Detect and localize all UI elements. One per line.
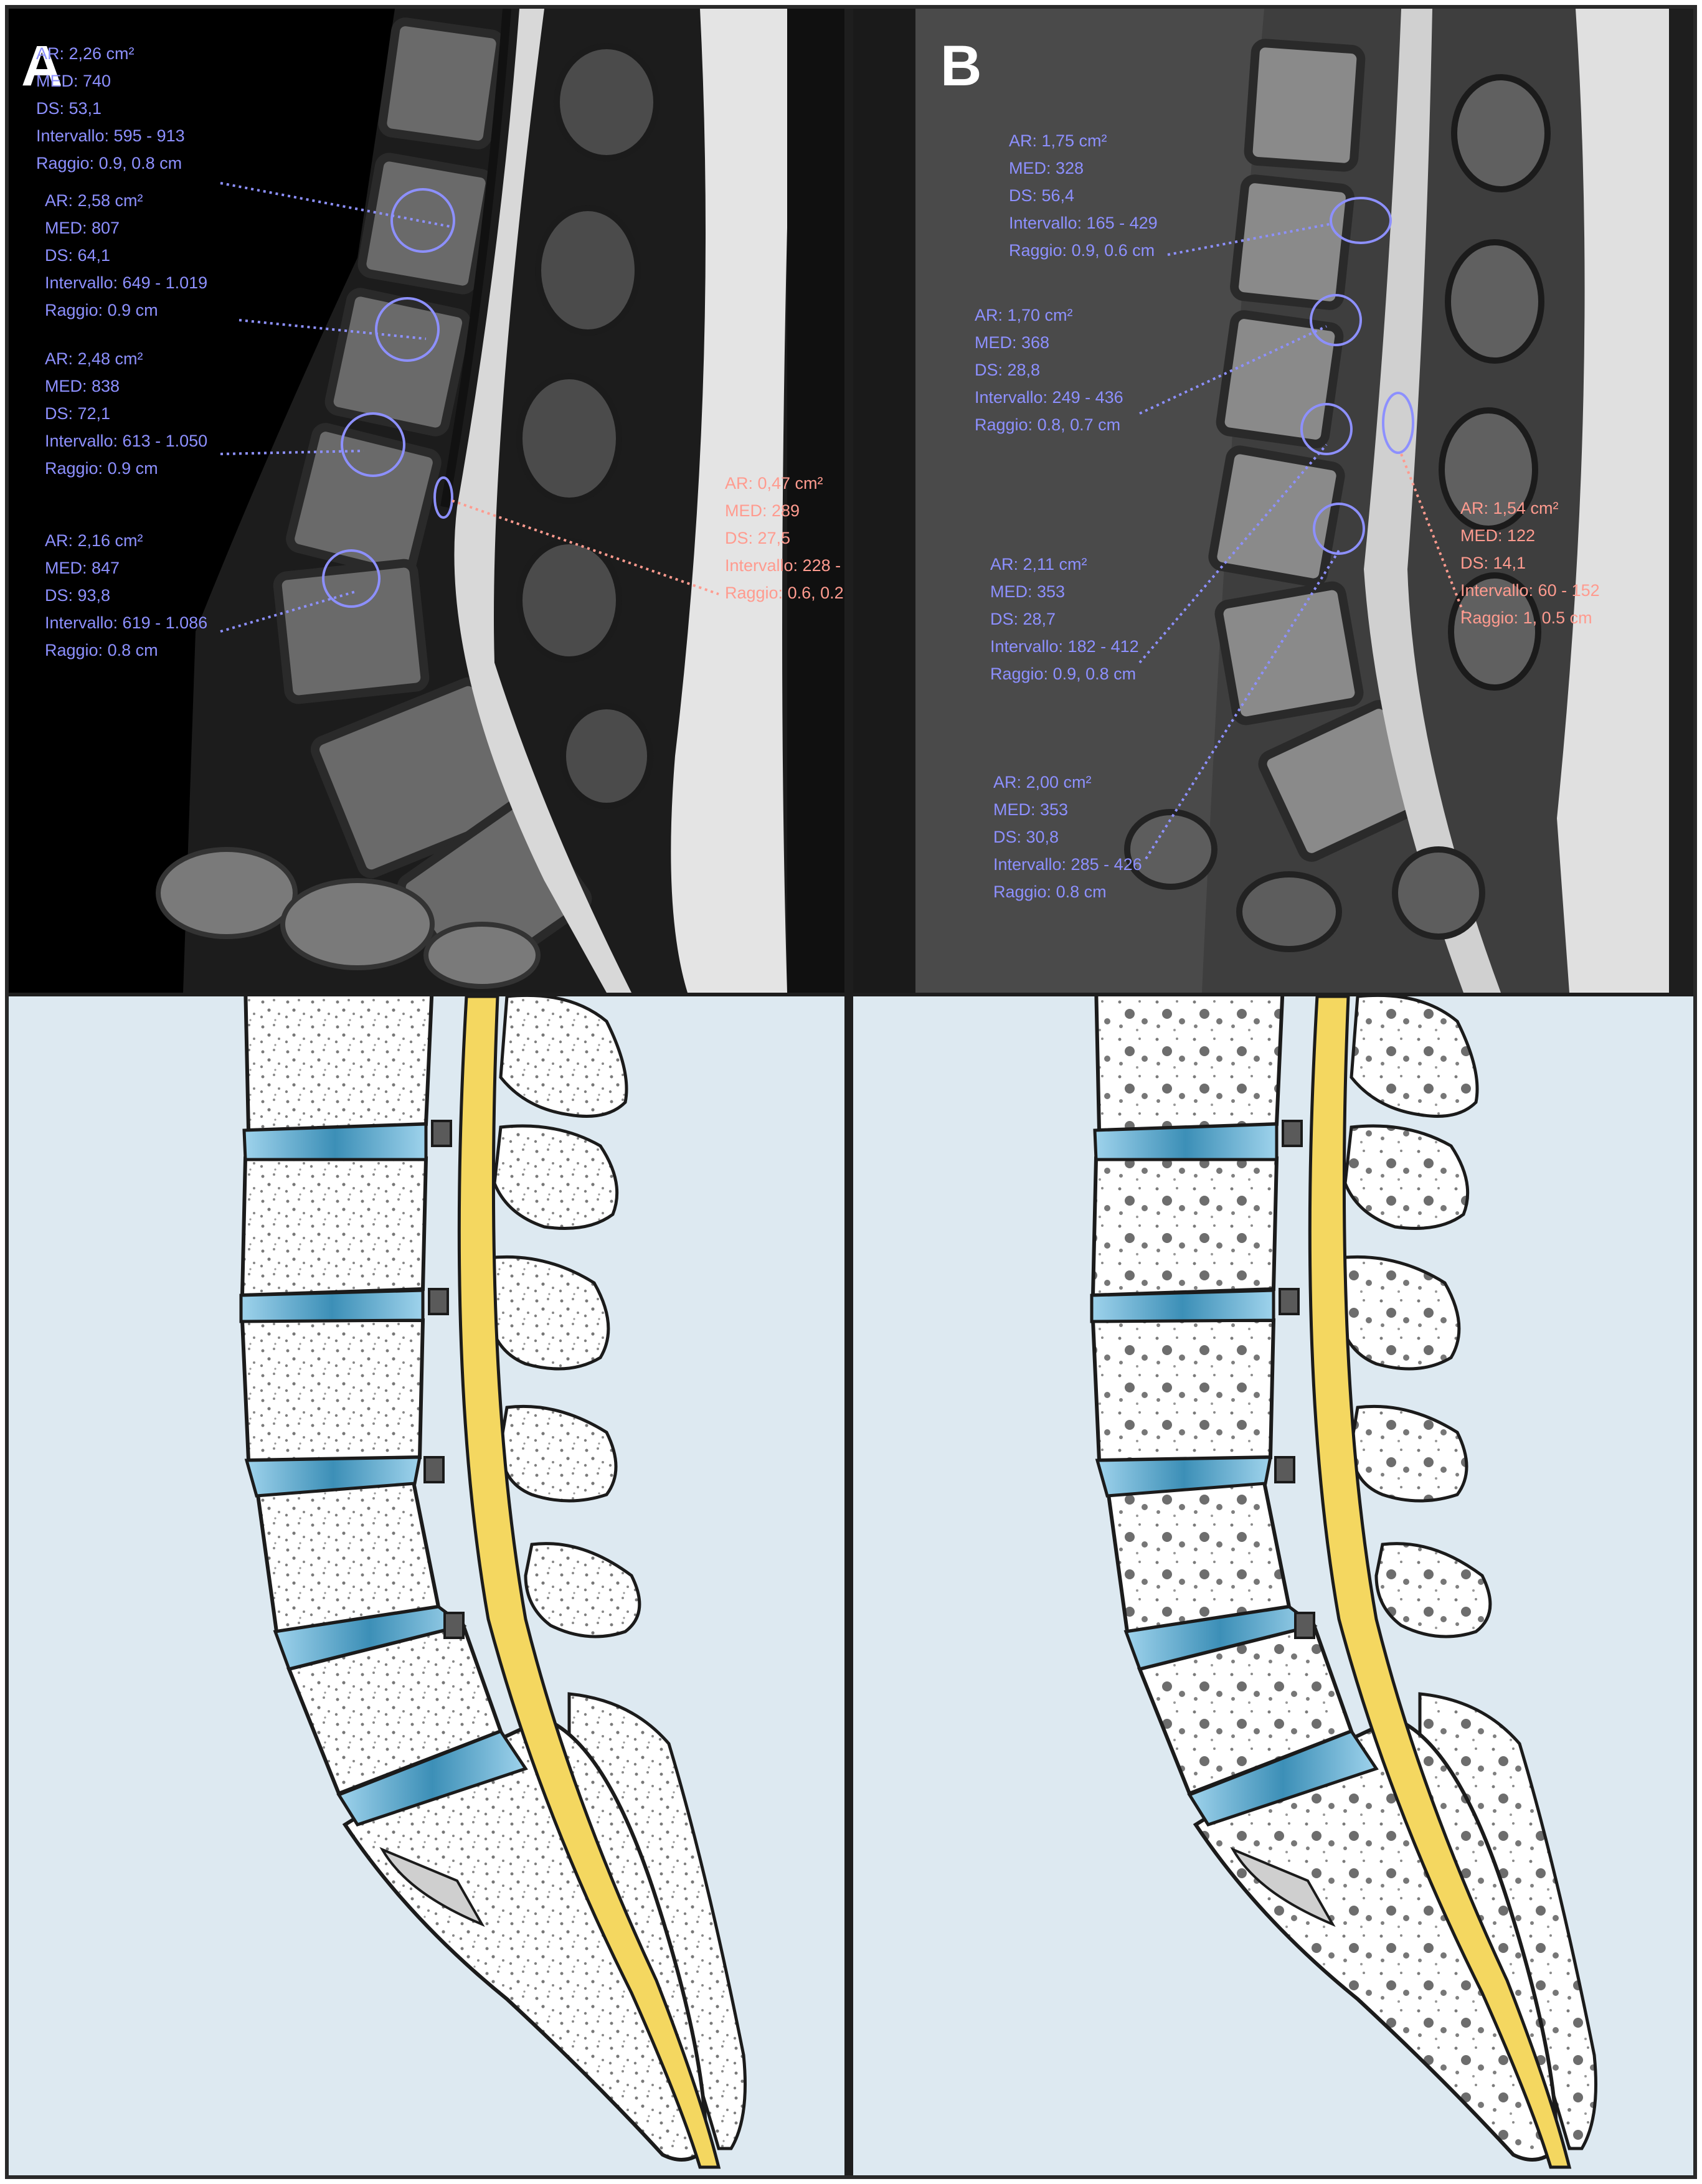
ds-label: DS: 30,8 [993,828,1059,846]
ar-label: AR: 2,26 cm² [36,44,135,63]
roi-circle-a2 [375,297,440,362]
radius-label: Raggio: 0.8, 0.7 cm [975,415,1121,434]
ds-label: DS: 72,1 [45,404,111,423]
measurement-a2: AR: 2,58 cm² MED: 807 DS: 64,1 Intervall… [45,187,207,324]
range-label: Intervallo: 595 - 913 [36,126,185,145]
roi-circle-b1 [1330,197,1392,244]
radius-label: Raggio: 0.9, 0.8 cm [36,154,182,173]
radius-label: Raggio: 0.9, 0.8 cm [990,664,1137,683]
range-label: Intervallo: 182 - 412 [990,637,1139,656]
ar-label: AR: 1,70 cm² [975,306,1073,324]
mri-panel-b: B AR: 1,75 cm² MED: 328 DS: 56,4 Interva… [853,9,1693,993]
measurement-b2: AR: 1,70 cm² MED: 368 DS: 28,8 Intervall… [975,301,1123,438]
ds-label: DS: 28,8 [975,361,1041,379]
panel-letter-b: B [940,34,982,98]
roi-ellipse-b5 [1382,392,1414,454]
roi-circle-a4 [322,549,381,608]
ar-label: AR: 2,48 cm² [45,349,143,368]
vertical-divider [844,9,853,2175]
med-label: MED: 328 [1009,159,1084,177]
roi-circle-a3 [341,412,405,477]
ds-label: DS: 64,1 [45,246,111,265]
spine-illustration-healthy [9,996,844,2175]
roi-circle-b4 [1313,503,1365,555]
illustration-panel-lesioned [853,996,1693,2175]
med-label: MED: 807 [45,219,120,237]
med-label: MED: 353 [990,582,1066,601]
measurement-b3: AR: 2,11 cm² MED: 353 DS: 28,7 Intervall… [990,551,1139,688]
ds-label: DS: 27,5 [725,529,791,547]
range-label: Intervallo: 60 - 152 [1460,581,1600,600]
spine-illustration-lesioned [853,996,1693,2175]
ds-label: DS: 28,7 [990,610,1056,628]
radius-label: Raggio: 0.9 cm [45,459,158,478]
range-label: Intervallo: 285 - 426 [993,855,1142,874]
ar-label: AR: 0,47 cm² [725,474,823,493]
mri-image-b [853,9,1693,993]
range-label: Intervallo: 619 - 1.086 [45,613,208,632]
horizontal-divider [9,993,1693,996]
range-label: Intervallo: 228 - 373 [725,556,844,575]
med-label: MED: 847 [45,559,120,577]
med-label: MED: 353 [993,800,1069,819]
ds-label: DS: 53,1 [36,99,102,118]
roi-circle-b2 [1310,294,1362,346]
range-label: Intervallo: 165 - 429 [1009,214,1158,232]
med-label: MED: 368 [975,333,1050,352]
roi-ellipse-a5 [433,476,453,519]
ar-label: AR: 2,16 cm² [45,531,143,550]
radius-label: Raggio: 0.6, 0.2 cm [725,584,844,602]
measurement-b5: AR: 1,54 cm² MED: 122 DS: 14,1 Intervall… [1460,494,1600,631]
ds-label: DS: 14,1 [1460,554,1526,572]
ar-label: AR: 2,00 cm² [993,773,1092,792]
measurement-b4: AR: 2,00 cm² MED: 353 DS: 30,8 Intervall… [993,768,1142,905]
ds-label: DS: 56,4 [1009,186,1075,205]
ar-label: AR: 2,11 cm² [990,555,1087,574]
radius-label: Raggio: 0.8 cm [45,641,158,659]
ar-label: AR: 1,54 cm² [1460,499,1559,518]
range-label: Intervallo: 649 - 1.019 [45,273,208,292]
measurement-a1: AR: 2,26 cm² MED: 740 DS: 53,1 Intervall… [36,40,185,177]
ar-label: AR: 2,58 cm² [45,191,143,210]
roi-circle-a1 [390,188,455,253]
radius-label: Raggio: 0.9 cm [45,301,158,319]
med-label: MED: 740 [36,72,111,90]
measurement-a5: AR: 0,47 cm² MED: 289 DS: 27,5 Intervall… [725,470,844,607]
med-label: MED: 122 [1460,526,1536,545]
range-label: Intervallo: 249 - 436 [975,388,1123,407]
panel-letter-a: A [21,34,63,98]
med-label: MED: 838 [45,377,120,395]
radius-label: Raggio: 0.8 cm [993,882,1107,901]
radius-label: Raggio: 1, 0.5 cm [1460,608,1592,627]
med-label: MED: 289 [725,501,800,520]
roi-circle-b3 [1300,403,1353,455]
mri-image-a [9,9,844,993]
measurement-a4: AR: 2,16 cm² MED: 847 DS: 93,8 Intervall… [45,527,207,664]
ar-label: AR: 1,75 cm² [1009,131,1107,150]
measurement-a3: AR: 2,48 cm² MED: 838 DS: 72,1 Intervall… [45,345,207,482]
ds-label: DS: 93,8 [45,586,111,605]
illustration-panel-healthy [9,996,844,2175]
radius-label: Raggio: 0.9, 0.6 cm [1009,241,1155,260]
mri-panel-a: A AR: 2,26 cm² MED: 740 DS: 53,1 Interva… [9,9,844,993]
range-label: Intervallo: 613 - 1.050 [45,432,208,450]
measurement-b1: AR: 1,75 cm² MED: 328 DS: 56,4 Intervall… [1009,127,1158,264]
